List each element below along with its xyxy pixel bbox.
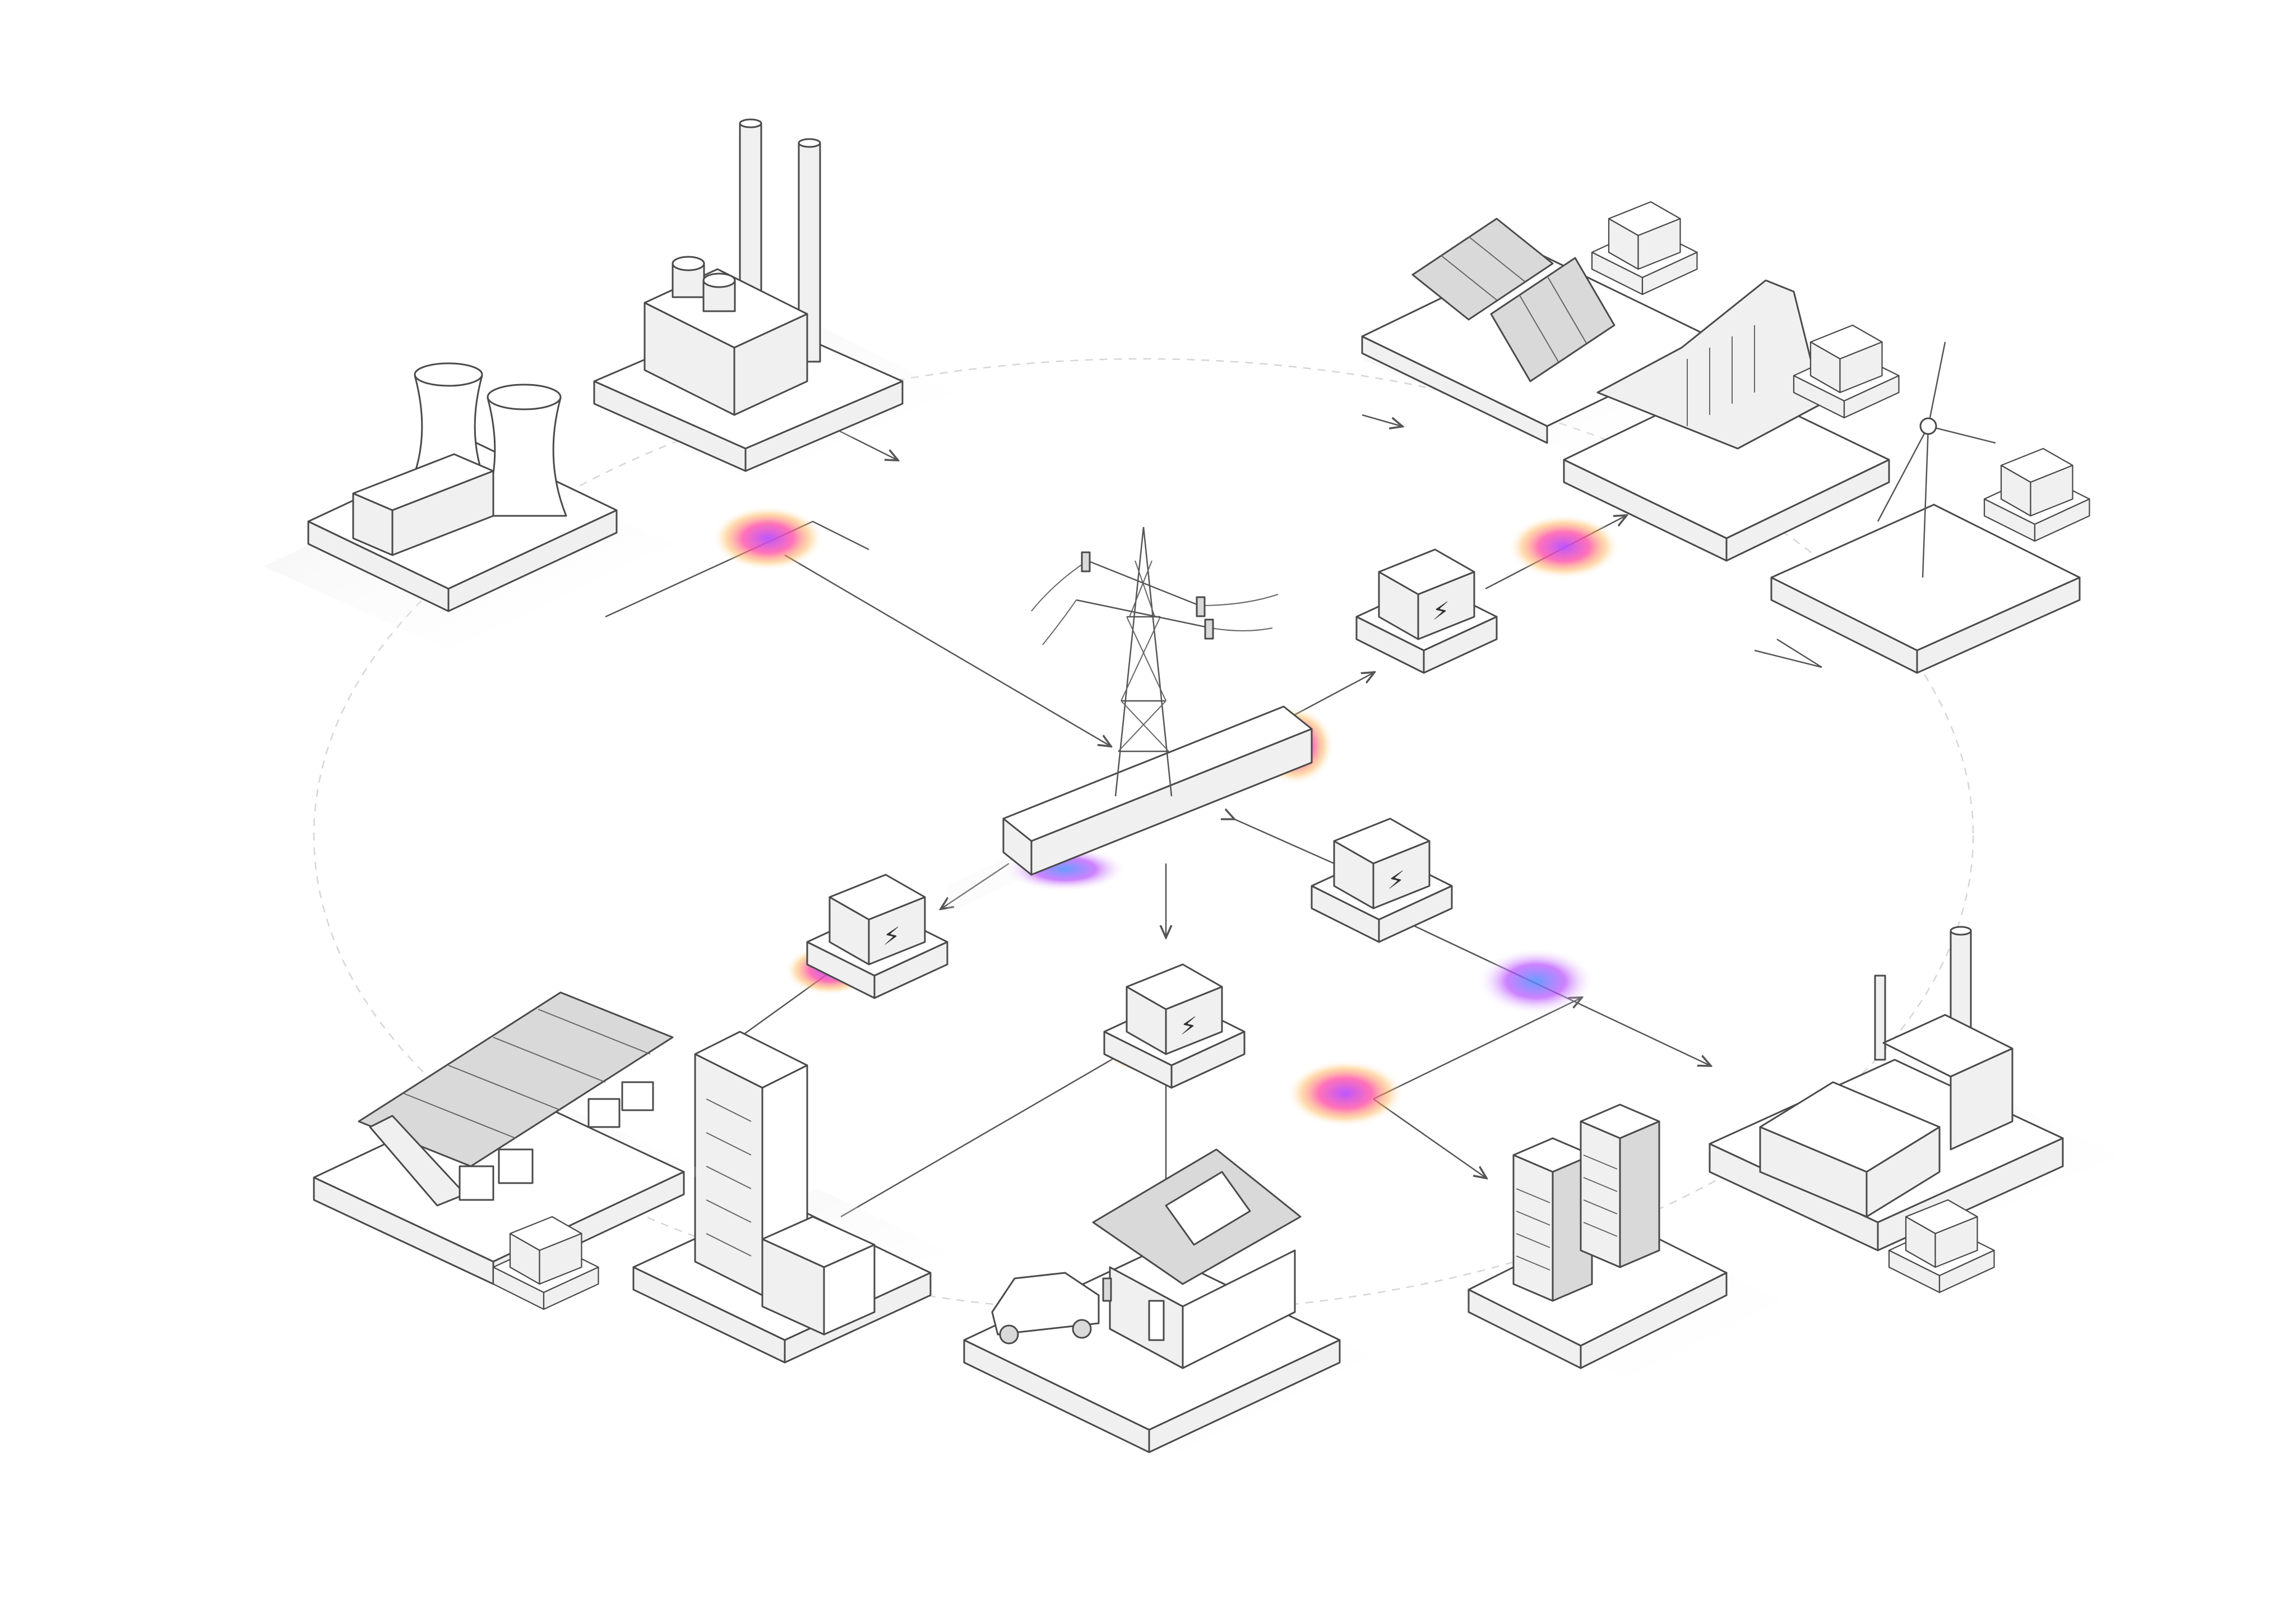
smokestack-factory-icon: [645, 119, 820, 415]
industrial-factory: [1710, 927, 2119, 1250]
battery-icon: ⚡: [1357, 549, 1497, 673]
smart-home: [964, 1149, 1373, 1452]
battery-icon: [1592, 202, 1697, 294]
battery-glyph: ⚡: [883, 922, 900, 951]
battery-glyph: ⚡: [1432, 597, 1450, 626]
battery-glyph: ⚡: [1387, 866, 1405, 895]
battery-icon: [1984, 449, 2090, 541]
battery-icon: ⚡: [1312, 819, 1452, 942]
office-buildings: [633, 1032, 947, 1363]
coal-plant: [594, 119, 953, 482]
battery-glyph: ⚡: [1180, 1012, 1197, 1041]
transmission-hub: [947, 527, 1312, 914]
